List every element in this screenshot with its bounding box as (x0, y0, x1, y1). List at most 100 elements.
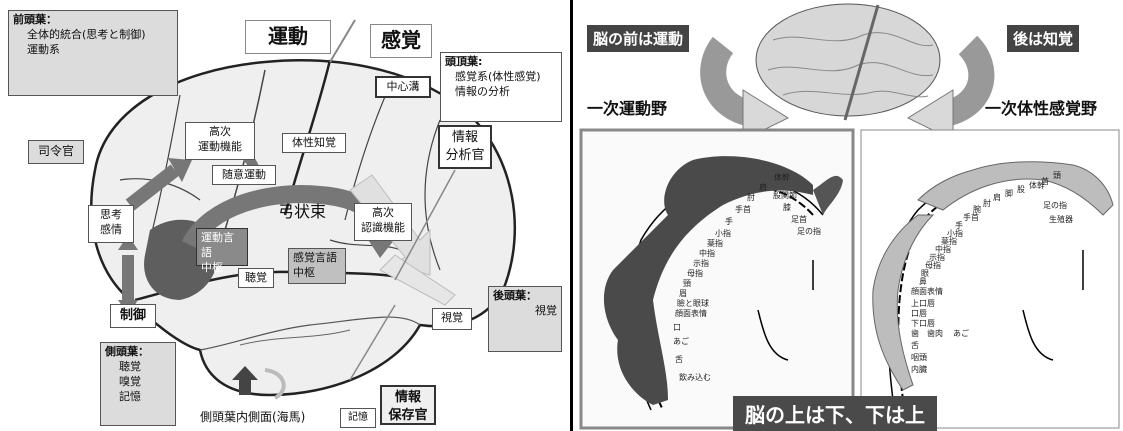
frontal-lobe-box: 前頭葉： 全体的統合(思考と制御) 運動系 (8, 10, 178, 96)
sensory-heading: 感覚 (370, 24, 432, 58)
motor-heading: 運動 (245, 20, 331, 54)
sensory-label: 顔面表情 (911, 287, 943, 296)
frontal-line2: 運動系 (27, 42, 60, 56)
higher-recog-line1: 高次 (372, 206, 394, 219)
temporal-line3: 記憶 (119, 389, 141, 403)
motor-speech-line2: 中枢 (201, 260, 223, 274)
motor-body-labels: 体幹 肩 肘 手首 手 小指 薬指 中指 示指 母指 頸 眉 瞼と眼球 顔面表情… (659, 172, 834, 402)
motor-top-label: 足の指 (797, 227, 821, 236)
sensory-speech-box: 感覚言語 中枢 (288, 248, 346, 284)
sensory-label: 示指 (929, 253, 945, 262)
motor-top-label: 足首 (791, 215, 807, 224)
occipital-line1: 視覚 (535, 303, 557, 317)
bottom-banner: 脳の上は下、下は上 (733, 396, 937, 431)
sensory-label: 手首 (963, 213, 979, 222)
motor-label: 肘 (747, 193, 755, 202)
occipital-title: 後頭葉： (493, 289, 537, 302)
motor-label: 手 (725, 217, 733, 226)
info-analyst-box: 情報 分析官 (438, 125, 492, 169)
info-analyst-line2: 分析官 (445, 147, 485, 163)
motor-speech-box: 運動言語 中枢 (196, 228, 248, 274)
motor-label: 顔面表情 (675, 309, 707, 318)
frontal-title: 前頭葉： (13, 13, 57, 26)
sensory-label: 下口唇 (911, 319, 935, 328)
sensory-label: 薬指 (941, 237, 957, 246)
sensory-label: 内臓 (911, 365, 927, 374)
sensory-label: 上口唇 (911, 299, 935, 308)
sensory-label: 腕 (973, 205, 981, 214)
somatic-perception-box: 体性知覚 (282, 133, 346, 153)
motor-top-label: 股関節 (773, 191, 797, 200)
prefrontal-arrow (125, 164, 180, 211)
sensory-label: 首 (1041, 177, 1049, 186)
motor-label: 舌 (675, 355, 683, 364)
motor-label: 頸 (683, 279, 691, 288)
higher-recognition-box: 高次 認識機能 (354, 203, 412, 241)
temporal-line2: 嗅覚 (119, 374, 141, 388)
sensory-label: 歯 (911, 329, 919, 338)
left-panel-brain-lateral: 前頭葉： 全体的統合(思考と制御) 運動系 運動 感覚 頭頂葉: 感覚系(体性感… (8, 0, 573, 431)
motor-label: 手首 (735, 205, 751, 214)
motor-homunculus (603, 156, 813, 405)
sensory-label: 中指 (935, 245, 951, 254)
sensory-label: 手 (955, 221, 963, 230)
homunculus-diagram (579, 3, 1120, 430)
control-box: 制御 (110, 304, 156, 328)
sensory-label: 歯肉 (927, 329, 943, 338)
primary-somato-label: 一次体性感覚野 (985, 99, 1098, 118)
primary-motor-label: 一次運動野 (587, 99, 668, 118)
arcuate-fasciculus-label: 弓状束 (278, 202, 327, 221)
motor-label: 小指 (715, 229, 731, 238)
sensory-label: 脚 (1005, 189, 1013, 198)
temporal-line1: 聴覚 (119, 359, 141, 373)
sensory-label: 肘 (983, 199, 991, 208)
higher-motor-line1: 高次 (209, 125, 231, 138)
sensory-label: 鼻 (919, 277, 927, 286)
thought-emotion-box: 思考 感情 (88, 205, 134, 243)
vision-box: 視覚 (432, 308, 472, 330)
sensory-label: 母指 (925, 261, 941, 270)
sensory-label: 頭 (1053, 171, 1061, 180)
motor-label: あご (673, 337, 689, 346)
frontal-line1: 全体的統合(思考と制御) (27, 27, 146, 41)
hearing-box: 聴覚 (238, 268, 274, 288)
motor-label: 肩 (759, 183, 767, 192)
motor-label: 飲み込む (679, 373, 711, 382)
motor-label: 口 (673, 323, 681, 332)
parietal-line1: 感覚系(体性感覚) (455, 69, 541, 83)
memory-box: 記憶 (340, 408, 376, 428)
thought-line1: 思考 (100, 208, 122, 221)
right-panel-homunculus: 脳の前は運動 後は知覚 一次運動野 一次体性感覚野 体幹 肩 肘 手首 手 小指… (573, 0, 1123, 431)
hippocampus-label: 側頭葉内側面(海馬) (200, 410, 306, 424)
sensory-top-label: 生殖器 (1049, 215, 1073, 224)
sensory-top-label: 足の指 (1043, 201, 1067, 210)
motor-top-label: 膝 (783, 203, 791, 212)
higher-recog-line2: 認識機能 (361, 220, 405, 234)
higher-motor-line2: 運動機能 (198, 139, 242, 153)
sensory-label: 舌 (911, 341, 919, 350)
parietal-line2: 情報の分析 (455, 84, 510, 98)
temporal-title: 側頭葉： (105, 345, 149, 358)
parietal-title: 頭頂葉: (445, 55, 483, 68)
motor-label: 眉 (679, 289, 687, 298)
sensory-label: 肩 (993, 193, 1001, 202)
sensory-speech-line2: 中枢 (293, 265, 315, 279)
temporal-lobe-box: 側頭葉： 聴覚 嗅覚 記憶 (100, 342, 176, 426)
central-sulcus-label: 中心溝 (375, 76, 431, 98)
parietal-lobe-box: 頭頂葉: 感覚系(体性感覚) 情報の分析 (440, 52, 562, 122)
sensory-label: 眼 (921, 269, 929, 278)
back-perception-banner: 後は知覚 (1007, 25, 1080, 52)
commander-label: 司令官 (28, 140, 84, 164)
sensory-label: 小指 (947, 229, 963, 238)
sensory-label: 口唇 (911, 309, 927, 318)
sensory-speech-line1: 感覚言語 (293, 251, 337, 264)
occipital-lobe-box: 後頭葉： 視覚 (488, 286, 562, 352)
sensory-body-labels: 頭 首 体幹 股 脚 肩 肘 腕 手首 手 小指 薬指 中指 示指 母指 眼 鼻… (903, 170, 1093, 410)
motor-label: 母指 (687, 269, 703, 278)
sensory-label: 体幹 (1029, 181, 1045, 190)
front-motor-banner: 脳の前は運動 (587, 25, 690, 52)
motor-label: 体幹 (774, 173, 790, 182)
sensory-homunculus (917, 161, 1114, 216)
info-keeper-line1: 情報 (394, 390, 421, 405)
info-keeper-box: 情報 保存官 (380, 385, 436, 425)
